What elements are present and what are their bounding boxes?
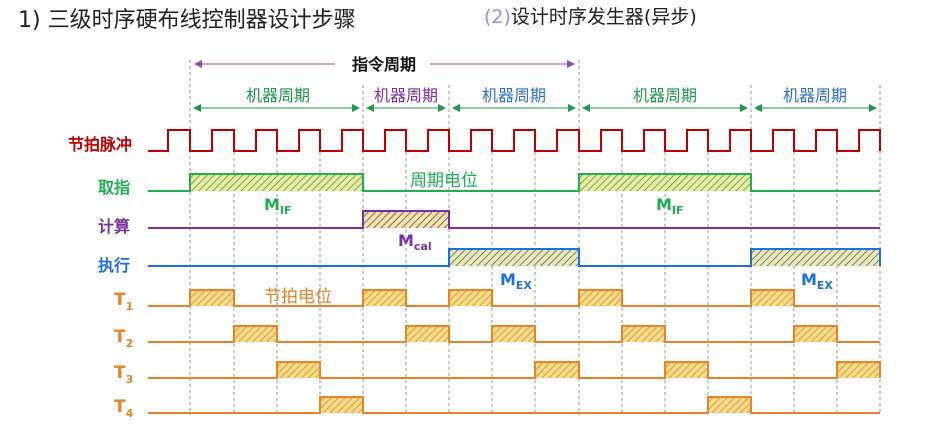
exec-row-label: 执行 [98,256,130,275]
clock-waveform [148,129,881,152]
t3-pulse [837,362,880,378]
m-if-label: MIF [656,195,684,217]
t2-pulse [622,326,665,342]
t3-pulse [277,362,320,378]
slide-title: 1) 三级时序硬布线控制器设计步骤 [18,8,356,33]
t3-waveform [148,361,881,379]
t1-waveform [148,289,880,307]
t1-pulse [363,290,406,306]
exec-waveform [148,248,881,267]
machine-cycle-label: 机器周期 [482,86,546,105]
t4-pulse [320,397,363,413]
m-ex-label: MEX [500,270,532,292]
t2-waveform [148,325,880,343]
row-labels: 节拍脉冲 取指 计算 执行 T1 T2 T3 T4 [68,135,134,420]
machine-cycle-label: 机器周期 [783,86,847,105]
t2-pulse [794,326,837,342]
t2-pulse [234,326,277,342]
t3-pulse [665,362,708,378]
m-cal-label: Mcal [398,231,432,253]
clock-row-label: 节拍脉冲 [68,135,132,154]
machine-cycle-label: 机器周期 [374,86,438,105]
t3-pulse [535,362,579,378]
t1-pulse [751,290,794,306]
m-ex-label: MEX [801,270,833,292]
t4-pulse [708,397,751,413]
fetch-active-pulse [579,174,751,191]
t2-row-label: T2 [114,327,133,350]
fetch-waveform [148,173,880,192]
exec-active-pulse [751,249,880,266]
beat-potential-label: 节拍电位 [264,287,332,307]
machine-cycle-spans: 机器周期 机器周期 机器周期 机器周期 机器周期 [193,86,877,112]
machine-cycle-label: 机器周期 [633,86,697,105]
machine-cycle-label: 机器周期 [246,86,310,105]
slide-subtitle: (2)设计时序发生器(异步) [484,2,697,29]
t1-row-label: T1 [114,290,133,313]
t1-pulse [449,290,492,306]
period-potential-label: 周期电位 [410,171,478,191]
subtitle-number: (2) [484,6,511,28]
instruction-cycle-span: 指令周期 [194,55,575,74]
calc-row-label: 计算 [98,217,130,236]
fetch-row-label: 取指 [98,178,130,197]
t2-pulse [406,326,449,342]
t4-row-label: T4 [114,397,134,420]
calc-waveform [148,210,880,229]
t3-row-label: T3 [114,363,133,386]
instruction-cycle-label: 指令周期 [352,55,416,74]
fetch-active-pulse [190,174,363,191]
exec-active-pulse [449,249,579,266]
t1-pulse [190,290,234,306]
m-if-label: MIF [264,195,292,217]
t4-waveform [148,396,880,414]
annotations: 周期电位 节拍电位 MIF MIF Mcal MEX MEX [264,171,833,307]
calc-active-pulse [363,211,449,228]
t1-pulse [579,290,622,306]
subtitle-text: 设计时序发生器(异步) [510,6,697,28]
t2-pulse [492,326,535,342]
